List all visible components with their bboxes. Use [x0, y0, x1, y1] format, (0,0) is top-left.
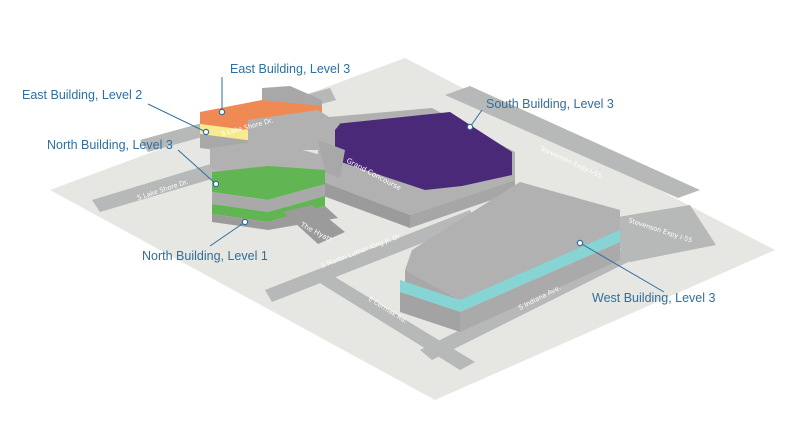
south-level-3-dot	[466, 123, 474, 131]
north-level-3-floor	[212, 166, 325, 200]
callout-labels: East Building, Level 3 East Building, Le…	[22, 62, 715, 305]
callout-dots	[202, 108, 584, 247]
callout-east-level-3: East Building, Level 3	[230, 62, 350, 76]
callout-south-level-3: South Building, Level 3	[486, 97, 614, 111]
callout-west-level-3: West Building, Level 3	[592, 291, 715, 305]
north-level-1-dot	[241, 218, 249, 226]
south-building: Grand Concourse	[318, 108, 515, 228]
callout-north-level-3: North Building, Level 3	[47, 138, 173, 152]
east-level-3-dot	[218, 108, 226, 116]
north-level-1-floor	[212, 196, 325, 222]
south-level-3-floor	[335, 112, 512, 190]
east-level-2-dot	[202, 128, 210, 136]
west-level-3-dot	[576, 239, 584, 247]
east-building	[200, 86, 340, 156]
west-building	[400, 182, 620, 332]
callout-leaders	[147, 77, 665, 293]
callout-east-level-2: East Building, Level 2	[22, 88, 142, 102]
road-stevenson-upper	[445, 86, 700, 198]
east-level-2-floor	[200, 118, 322, 142]
north-level-3-dot	[212, 180, 220, 188]
callout-north-level-1: North Building, Level 1	[142, 249, 268, 263]
